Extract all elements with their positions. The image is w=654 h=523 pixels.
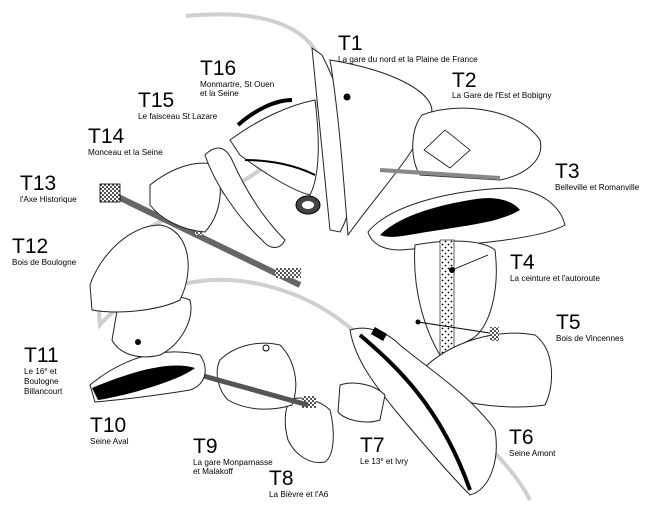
label-t7-line1: Le 13e et Ivry: [360, 457, 409, 466]
label-t6-line1: Seine Amont: [509, 449, 556, 458]
label-t3-line1: Belleville et Romanville: [555, 183, 640, 192]
center-hill-core: [302, 201, 314, 209]
label-t1: T1 La gare du nord et la Plaine de Franc…: [338, 32, 478, 64]
t3-dense-fabric: [380, 198, 520, 237]
sector-t7-area: [337, 382, 386, 423]
label-t7: T7 Le 13e et Ivry: [360, 434, 409, 466]
label-t2: T2 La Gare de l'Est et Bobigny: [452, 69, 552, 100]
sector-t6-area: [349, 327, 497, 496]
label-t1-code: T1: [338, 32, 363, 55]
label-t13-line1: l'Axe Historique: [20, 195, 77, 204]
t16-seine-edge: [236, 98, 293, 127]
t9-marker: [262, 344, 270, 352]
label-t14-code: T14: [88, 125, 125, 148]
t2-inner-block: [423, 129, 471, 169]
label-t9-code: T9: [193, 435, 218, 458]
label-t9-line2: et Malakoff: [193, 467, 234, 476]
label-t7-code: T7: [360, 434, 385, 457]
label-t14-line1: Monceau et la Seine: [88, 148, 163, 157]
t4-leader: [451, 254, 489, 271]
label-t11-code: T11: [24, 344, 59, 367]
t1-marker: [343, 93, 351, 101]
label-t16: T16 Monmartre, St Ouen et la Seine: [200, 57, 275, 98]
label-t12: T12 Bois de Boulogne: [12, 235, 77, 267]
label-t3-code: T3: [555, 160, 580, 183]
label-t10-code: T10: [90, 414, 126, 437]
label-t10: T10 Seine Aval: [90, 414, 129, 446]
t9-rail-corridor: [199, 372, 309, 408]
t5-node: [490, 327, 499, 341]
t13-historic-axis: [108, 190, 302, 288]
t13-node-east: [275, 268, 301, 278]
sector-t1-east: [329, 59, 433, 237]
label-t5-line1: Bois de Vincennes: [556, 334, 624, 343]
t5-axis: [417, 321, 497, 335]
label-t11-line3: Billancourt: [24, 387, 63, 396]
label-t1-line1: La gare du nord et la Plaine de France: [338, 55, 478, 64]
label-t15-code: T15: [138, 89, 174, 112]
label-t13-code: T13: [20, 172, 56, 195]
label-t11-line1: Le 16e et: [24, 367, 57, 376]
label-t4-line1: La ceinture et l'autoroute: [510, 274, 600, 283]
label-t12-line1: Bois de Boulogne: [12, 258, 77, 267]
label-t11-line2: Boulogne: [24, 377, 59, 386]
label-t10-line1: Seine Aval: [90, 437, 129, 446]
label-t2-line1: La Gare de l'Est et Bobigny: [452, 91, 552, 100]
label-t2-code: T2: [452, 69, 477, 92]
label-t15-line1: Le faisceau St Lazare: [138, 112, 218, 121]
label-t16-code: T16: [200, 57, 236, 80]
sector-t14-area: [149, 162, 221, 233]
sector-t16-area: [229, 99, 319, 196]
label-t13: T13 l'Axe Historique: [20, 172, 77, 204]
label-t4: T4 La ceinture et l'autoroute: [510, 251, 600, 283]
t2-rail: [379, 168, 501, 180]
sector-t9-area: [216, 342, 297, 410]
label-t8-code: T8: [269, 467, 294, 490]
label-t14: T14 Monceau et la Seine: [88, 125, 163, 157]
t13-node-west: [99, 183, 121, 203]
label-t6-code: T6: [509, 426, 534, 449]
label-t15: T15 Le faisceau St Lazare: [138, 89, 218, 121]
sector-t2-area: [412, 107, 542, 181]
t6-seine-road: [358, 333, 472, 491]
label-t6: T6 Seine Amont: [509, 426, 556, 458]
sector-t15-area: [204, 147, 286, 248]
label-t8: T8 La Bièvre et l'A6: [269, 467, 329, 499]
label-t16-line2: et la Seine: [200, 89, 239, 98]
label-t4-code: T4: [510, 251, 535, 274]
label-t16-line1: Monmartre, St Ouen: [200, 80, 275, 89]
label-t3: T3 Belleville et Romanville: [555, 160, 640, 192]
label-t9-line1: La gare Monparnasse: [193, 458, 273, 467]
t5-marker: [415, 319, 421, 325]
sector-t8-area: [284, 397, 334, 464]
t11-marker: [135, 339, 141, 345]
label-t8-line1: La Bièvre et l'A6: [269, 490, 329, 499]
t4-ceinture-strip: [439, 239, 455, 356]
sector-t12-area: [89, 224, 189, 313]
t6-block: [370, 327, 388, 341]
label-t11: T11 Le 16e et Boulogne Billancourt: [24, 344, 63, 396]
label-t12-code: T12: [12, 235, 48, 258]
label-t5-code: T5: [556, 311, 581, 334]
t16-street: [244, 159, 316, 176]
sector-t4-area: [414, 240, 497, 356]
label-t9: T9 La gare Monparnasse et Malakoff: [193, 435, 273, 476]
t10-black-zone: [92, 365, 195, 400]
label-t5: T5 Bois de Vincennes: [556, 311, 624, 343]
